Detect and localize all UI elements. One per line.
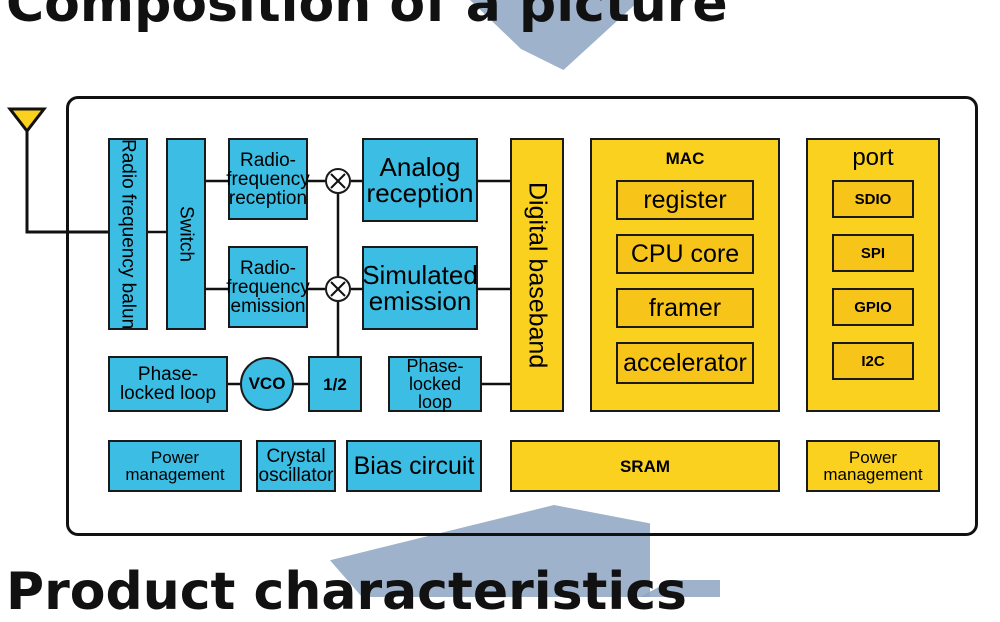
switch-block: Switch: [166, 138, 206, 330]
port-gpio: GPIO: [832, 288, 914, 326]
simulated-emission-block: Simulated emission: [362, 246, 478, 330]
port-title: port: [852, 144, 894, 171]
analog-reception-block: Analog reception: [362, 138, 478, 222]
mac-framer: framer: [616, 288, 754, 328]
rf-emission-block: Radio-frequency emission: [226, 246, 310, 328]
mac-accelerator: accelerator: [616, 342, 754, 384]
power-management-left-block: Power management: [108, 440, 242, 492]
port-i2c: I2C: [832, 342, 914, 380]
pll-right-block: Phase-locked loop: [388, 356, 482, 412]
mixer-reception-icon: [325, 168, 351, 194]
mac-cpu-core: CPU core: [616, 234, 754, 274]
port-spi: SPI: [832, 234, 914, 272]
antenna-icon: [6, 107, 108, 234]
bias-circuit-block: Bias circuit: [346, 440, 482, 492]
power-management-right-block: Power management: [806, 440, 940, 492]
digital-baseband-block: Digital baseband: [510, 138, 564, 412]
mac-title: MAC: [665, 149, 705, 168]
rf-reception-block: Radio-frequency reception: [226, 138, 310, 220]
signal-wires: [148, 179, 510, 386]
rf-balun-block: Radio frequency balun: [108, 138, 148, 330]
mixer-emission-icon: [325, 276, 351, 302]
vco-block: VCO: [240, 357, 294, 411]
mac-register: register: [616, 180, 754, 220]
divider-block: 1/2: [308, 356, 362, 412]
chip-frame: [66, 96, 978, 536]
port-sdio: SDIO: [832, 180, 914, 218]
page-title: Composition of a picture: [6, 0, 728, 34]
sram-block: SRAM: [510, 440, 780, 492]
crystal-oscillator-block: Crystal oscillator: [256, 440, 336, 492]
pll-left-block: Phase-locked loop: [108, 356, 228, 412]
